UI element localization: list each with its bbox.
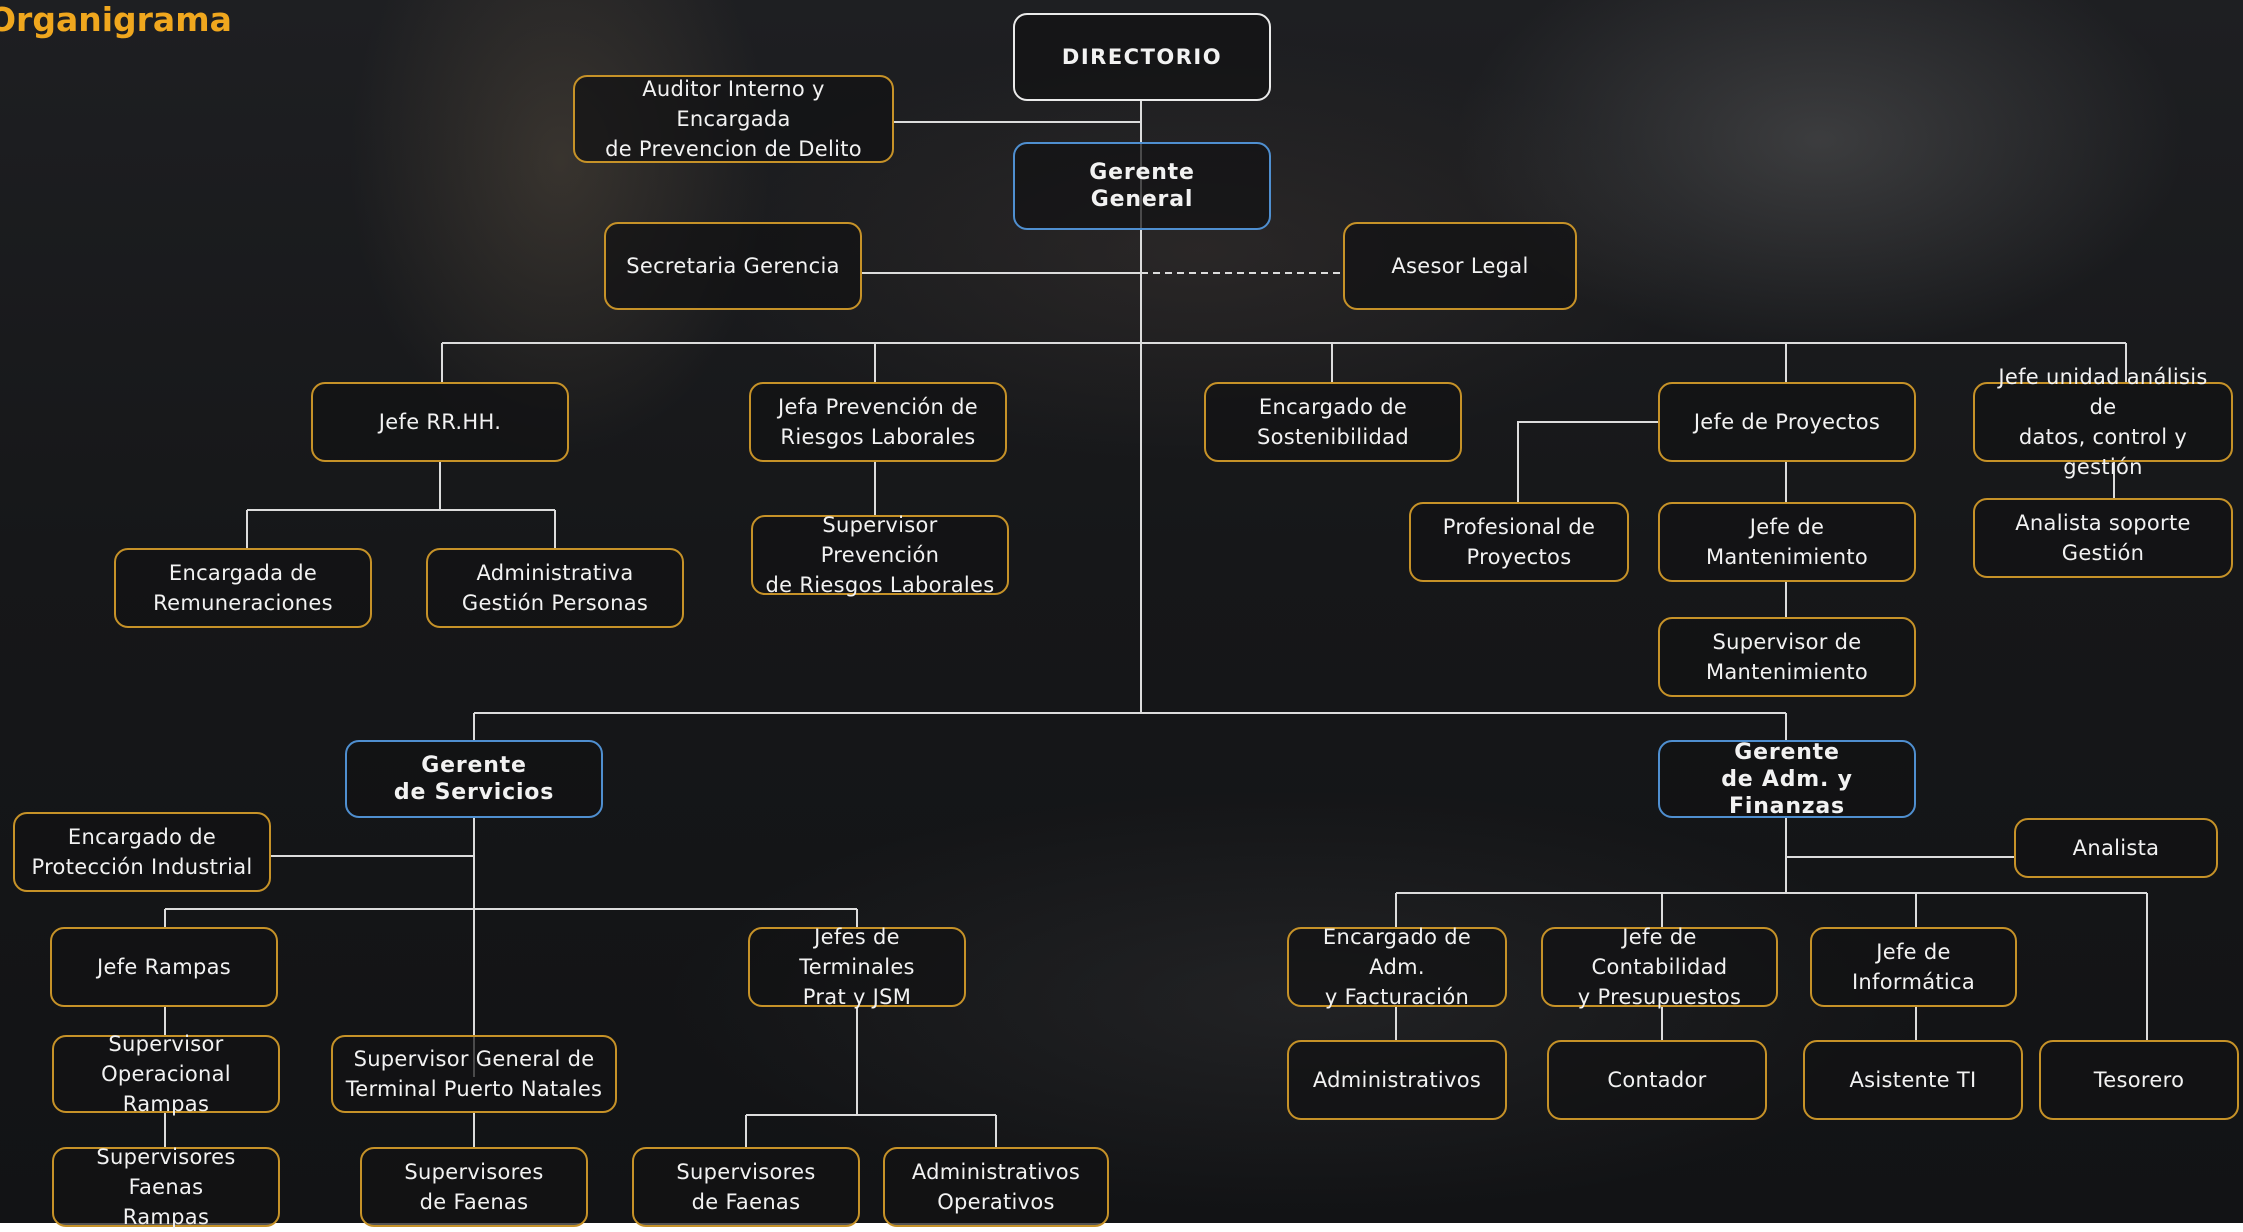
node-administrativos: Administrativos (1287, 1040, 1507, 1120)
node-administrativos-operativos: Administrativos Operativos (883, 1147, 1109, 1227)
node-jefe-proyectos: Jefe de Proyectos (1658, 382, 1916, 462)
node-directorio: DIRECTORIO (1013, 13, 1271, 101)
node-jefes-terminales: Jefes de Terminales Prat y JSM (748, 925, 966, 1009)
node-jefa-prevencion: Jefa Prevención de Riesgos Laborales (749, 382, 1007, 462)
node-analista-soporte: Analista soporte Gestión (1973, 498, 2233, 578)
node-administrativa-gestion: Administrativa Gestión Personas (426, 548, 684, 628)
node-encargada-remuneraciones: Encargada de Remuneraciones (114, 548, 372, 628)
node-jefe-unidad-analisis: Jefe unidad análisis de datos, control y… (1973, 365, 2233, 479)
node-jefe-contabilidad: Jefe de Contabilidad y Presupuestos (1541, 925, 1778, 1009)
node-contador: Contador (1547, 1040, 1767, 1120)
page-title: Organigrama (0, 0, 232, 39)
node-tesorero: Tesorero (2039, 1040, 2239, 1120)
node-supervisor-general: Supervisor General de Terminal Puerto Na… (331, 1035, 617, 1113)
node-jefe-mantenimiento: Jefe de Mantenimiento (1658, 502, 1916, 582)
node-gerente-general: Gerente General (1013, 142, 1271, 230)
node-encargado-sostenibilidad: Encargado de Sostenibilidad (1204, 382, 1462, 462)
node-analista: Analista (2014, 818, 2218, 878)
node-supervisores-faenas-2: Supervisores de Faenas (632, 1147, 860, 1227)
node-supervisores-faenas-1: Supervisores de Faenas (360, 1147, 588, 1227)
node-asesor-legal: Asesor Legal (1343, 222, 1577, 310)
node-gerente-servicios: Gerente de Servicios (345, 740, 603, 818)
node-auditor: Auditor Interno y Encargada de Prevencio… (573, 75, 894, 163)
node-gerente-adm: Gerente de Adm. y Finanzas (1658, 740, 1916, 819)
node-encargado-proteccion: Encargado de Protección Industrial (13, 812, 271, 892)
node-asistente-ti: Asistente TI (1803, 1040, 2023, 1120)
node-secretaria: Secretaria Gerencia (604, 222, 862, 310)
node-supervisor-operacional: Supervisor Operacional Rampas (52, 1032, 280, 1116)
node-supervisor-prevencion: Supervisor Prevención de Riesgos Laboral… (751, 513, 1009, 597)
node-jefe-informatica: Jefe de Informática (1810, 927, 2017, 1007)
node-encargado-adm-facturacion: Encargado de Adm. y Facturación (1287, 925, 1507, 1009)
node-profesional-proyectos: Profesional de Proyectos (1409, 502, 1629, 582)
node-supervisores-faenas-rampas: Supervisores Faenas Rampas (52, 1145, 280, 1229)
connector (745, 1007, 997, 1147)
connector (1517, 421, 1658, 502)
node-supervisor-mantenimiento: Supervisor de Mantenimiento (1658, 617, 1916, 697)
node-jefe-rampas: Jefe Rampas (50, 927, 278, 1007)
node-jefe-rrhh: Jefe RR.HH. (311, 382, 569, 462)
connector (246, 462, 556, 548)
